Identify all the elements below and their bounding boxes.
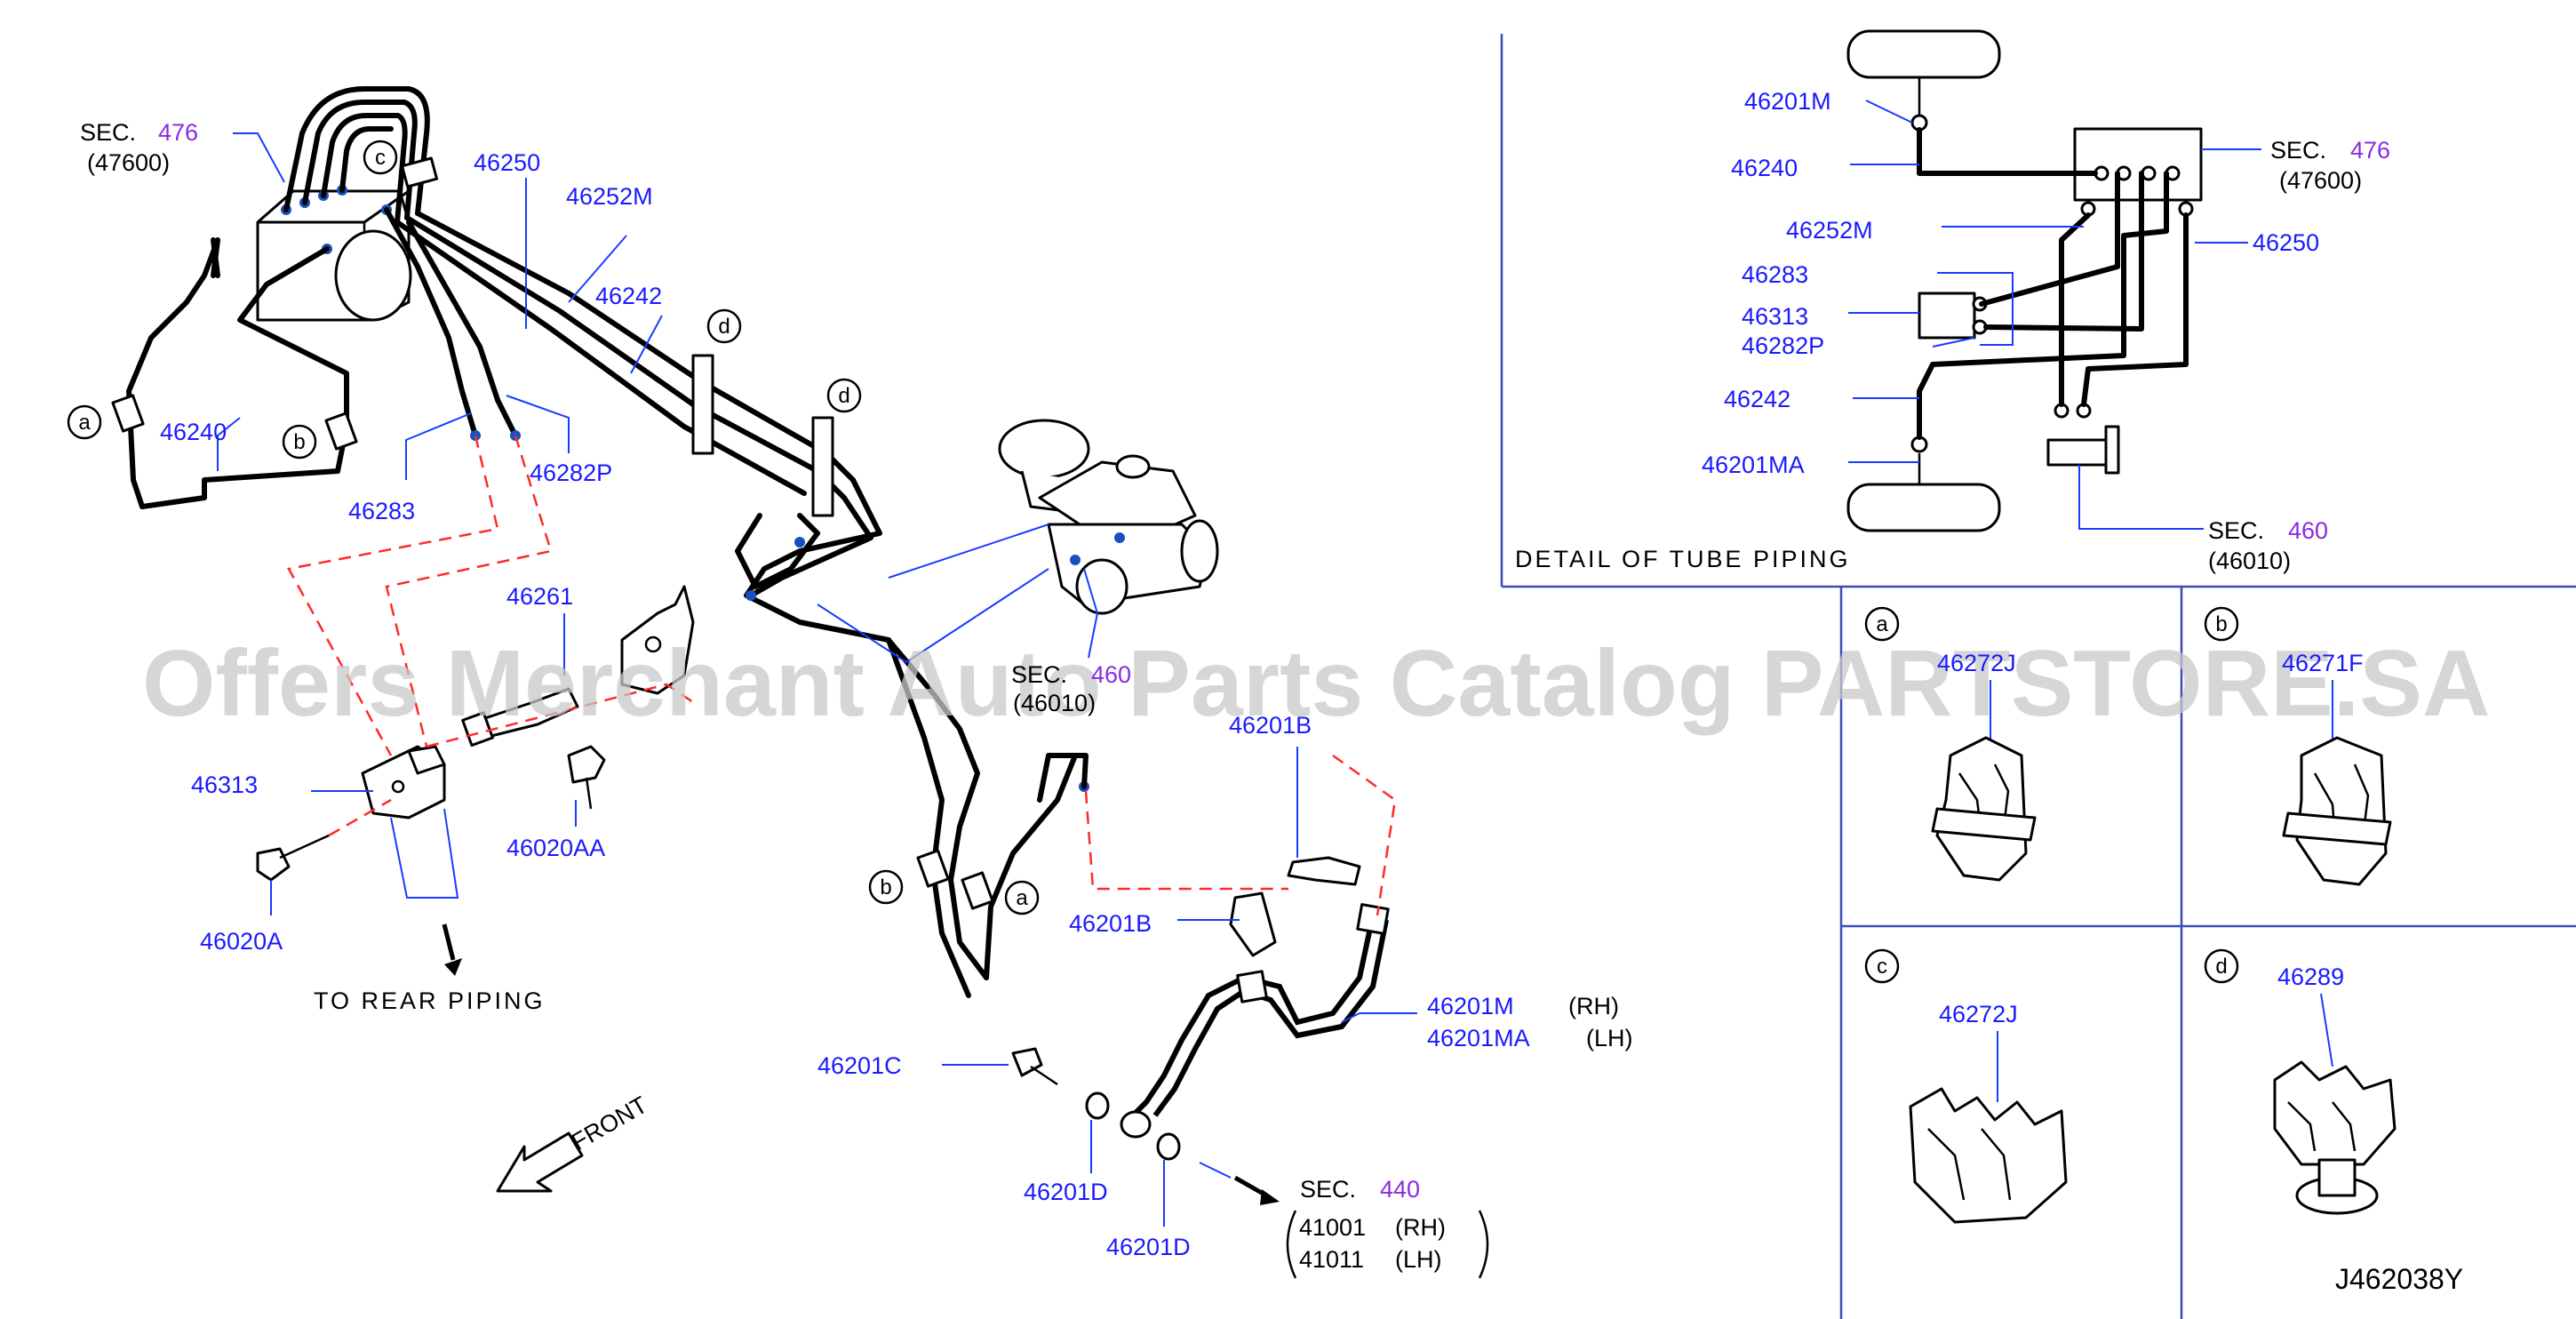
clip-c-part: 46272J [1939, 1001, 2018, 1027]
label-46283: 46283 [348, 498, 415, 524]
callout-b-left: b [293, 430, 305, 454]
clip-c-letter: c [1877, 955, 1887, 979]
label-46201B-top: 46201B [1229, 712, 1312, 739]
label-46242: 46242 [595, 283, 662, 309]
clip-panel-b: b 46271F [2204, 606, 2392, 886]
detail-label-46242: 46242 [1724, 386, 1790, 412]
sec440-l1-side: (RH) [1395, 1214, 1446, 1241]
detail-label-46240: 46240 [1731, 155, 1798, 181]
detail-title: DETAIL OF TUBE PIPING [1515, 546, 1851, 572]
callout-b-right: b [880, 875, 891, 899]
sec440-prefix: SEC. [1300, 1176, 1356, 1203]
detail-sec476-sub: (47600) [2279, 167, 2362, 194]
detail-label-46250: 46250 [2253, 229, 2319, 256]
sec440-l2-side: (LH) [1395, 1246, 1442, 1273]
label-46201D-right: 46201D [1106, 1234, 1191, 1260]
sec440-num: 440 [1380, 1176, 1420, 1203]
clip-b-letter: b [2215, 612, 2227, 636]
label-46201B-left: 46201B [1069, 910, 1152, 937]
label-46282P: 46282P [530, 460, 612, 486]
detail-sec460-prefix: SEC. [2208, 517, 2264, 544]
abs-actuator [256, 185, 412, 322]
callout-a-left: a [78, 411, 91, 435]
front-brake-hose [1120, 903, 1390, 1139]
sec440-l1-code: 41001 [1299, 1214, 1366, 1241]
clip-b-part: 46271F [2282, 650, 2364, 676]
clip-a-letter: a [1876, 612, 1888, 636]
bolts [256, 745, 1181, 1161]
leader-lines [217, 132, 1417, 1227]
sec476-left-prefix: SEC. [80, 119, 136, 146]
watermark: Offers Merchant Auto Parts Catalog PARTS… [142, 631, 2491, 736]
label-to-rear-piping: TO REAR PIPING [314, 987, 546, 1014]
clips-46201B [1229, 856, 1361, 957]
detail-label-46282P: 46282P [1742, 332, 1824, 359]
diagram-code: J462038Y [2335, 1263, 2463, 1295]
clip-d-part: 46289 [2277, 963, 2344, 990]
clip-panel-a: a 46272J [1864, 606, 2037, 882]
callout-d-2: d [838, 384, 849, 408]
sec460-mid-sub: (46010) [1013, 690, 1096, 716]
clip-panel-d: d 46289 [2204, 948, 2397, 1215]
detail-label-46201M: 46201M [1744, 88, 1831, 115]
label-46201M: 46201M [1427, 993, 1514, 1019]
panel-grid [1500, 34, 2576, 1319]
label-46252M: 46252M [566, 183, 653, 210]
label-46201MA: 46201MA [1427, 1025, 1530, 1051]
bracket-46261 [461, 585, 695, 747]
sec476-left-num: 476 [158, 119, 198, 146]
tube-clips-main [111, 156, 994, 910]
detail-sec476-num: 476 [2350, 137, 2390, 164]
sec440-l2-code: 41011 [1299, 1246, 1364, 1273]
label-46250: 46250 [474, 149, 540, 176]
detail-label-46252M: 46252M [1786, 217, 1873, 244]
bracket-46313 [361, 745, 446, 819]
clip-a-part: 46272J [1937, 650, 2016, 676]
callout-c: c [375, 146, 386, 170]
sec460-mid-prefix: SEC. [1011, 661, 1067, 688]
detail-sec476-prefix: SEC. [2270, 137, 2326, 164]
detail-label-46283: 46283 [1742, 261, 1808, 288]
label-46261: 46261 [506, 583, 573, 610]
callout-d-1: d [718, 315, 730, 339]
clip-d-letter: d [2215, 955, 2227, 979]
label-46201MA-side: (LH) [1586, 1025, 1633, 1051]
label-46020A: 46020A [200, 928, 283, 955]
sec460-mid-num: 460 [1091, 661, 1131, 688]
label-46201C: 46201C [817, 1052, 902, 1079]
sec476-left-sub: (47600) [87, 149, 170, 176]
label-46020AA: 46020AA [506, 835, 605, 861]
callout-a-right: a [1016, 886, 1028, 910]
label-46313: 46313 [191, 771, 258, 798]
detail-label-46201MA: 46201MA [1702, 452, 1805, 478]
clip-panel-c: c 46272J [1864, 948, 2068, 1224]
label-46201D-left: 46201D [1024, 1179, 1108, 1205]
label-front: FRONT [567, 1091, 652, 1155]
detail-label-46313: 46313 [1742, 303, 1808, 330]
detail-sec460-num: 460 [2288, 517, 2328, 544]
detail-sec460-sub: (46010) [2208, 548, 2291, 574]
detail-tube-piping: 46201M 46240 46252M 46283 46313 46282P 4… [1515, 29, 2390, 574]
callout-markers: c a b d d b a [67, 140, 1040, 915]
arrows [442, 923, 1280, 1205]
label-46240: 46240 [160, 419, 227, 445]
label-46201M-side: (RH) [1568, 993, 1619, 1019]
dashed-leaders [287, 435, 1397, 916]
master-cylinder [998, 419, 1219, 615]
front-arrow-icon [496, 1131, 584, 1193]
